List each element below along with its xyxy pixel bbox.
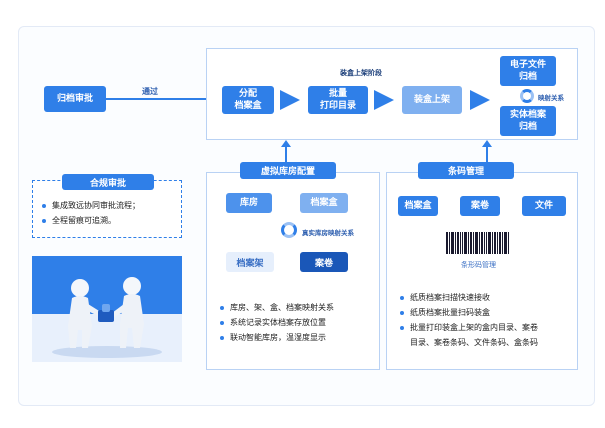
virtual-warehouse-title: 虚拟库房配置: [240, 162, 336, 179]
pass-label: 通过: [142, 87, 158, 96]
chevron-arrow-icon: [470, 90, 490, 110]
assign-box-step: 分配 档案盒: [222, 86, 274, 114]
print-catalog-label: 批量 打印目录: [319, 89, 356, 111]
virtual-warehouse-title-text: 虚拟库房配置: [260, 167, 315, 177]
sync-icon: [281, 222, 297, 238]
compliance-item: 全程留痕可追溯。: [42, 213, 140, 228]
chevron-arrow-icon: [280, 90, 300, 110]
real-mapping-label: 真实库房映射关系: [302, 229, 354, 237]
virtual-bullets: 库房、架、盒、档案映射关系 系统记录实体档案存放位置 联动智能库房，温湿度显示: [220, 300, 334, 345]
barcode-title-text: 条码管理: [447, 167, 484, 177]
barcode-title: 条码管理: [418, 162, 514, 179]
archive-approval-box: 归档审批: [44, 86, 106, 112]
stage-title: 装盒上架阶段: [340, 69, 382, 77]
barcode-volume-label: 案卷: [470, 201, 489, 211]
shelving-step: 装盒上架: [402, 86, 462, 114]
electronic-archive-label: 电子文件 归档: [509, 60, 546, 82]
mapping-label: 映射关系: [538, 94, 564, 102]
barcode-bullets: 纸质档案扫描快速接收 纸质档案批量扫码装盒 批量打印装盒上架的盒内目录、案卷 目…: [400, 290, 538, 350]
swap-arrows-icon: [520, 89, 534, 103]
physical-archive-box: 实体档案 归档: [500, 106, 556, 136]
up-arrow-right: [486, 146, 488, 162]
barcode-bullet: 纸质档案扫描快速接收: [400, 290, 538, 305]
chevron-arrow-icon: [374, 90, 394, 110]
virtual-bullet: 库房、架、盒、档案映射关系: [220, 300, 334, 315]
barcode-archive-box-item: 档案盒: [398, 196, 438, 216]
warehouse-item: 库房: [226, 193, 272, 213]
barcode-bullet: 批量打印装盒上架的盒内目录、案卷: [400, 320, 538, 335]
compliance-title-text: 合规审批: [89, 178, 126, 189]
collaboration-illustration: [32, 256, 182, 362]
volume-item: 案卷: [300, 252, 348, 272]
archive-shelf-item-label: 档案架: [236, 258, 264, 269]
barcode-file-item: 文件: [522, 196, 566, 216]
approval-arrow: [106, 98, 214, 100]
assign-box-label: 分配 档案盒: [234, 89, 262, 111]
barcode-bullet: 纸质档案批量扫码装盒: [400, 305, 538, 320]
barcode-archive-box-label: 档案盒: [404, 201, 432, 211]
physical-archive-label: 实体档案 归档: [509, 110, 546, 132]
print-catalog-step: 批量 打印目录: [308, 86, 368, 114]
barcode-volume-item: 案卷: [460, 196, 500, 216]
barcode-graphic: [446, 232, 510, 254]
compliance-item: 集成致远协同审批流程；: [42, 198, 140, 213]
archive-box-item: 档案盒: [300, 193, 348, 213]
warehouse-item-label: 库房: [239, 198, 258, 208]
barcode-bullet-continued: 目录、案卷条码、文件条码、盒条码: [410, 338, 538, 347]
archive-shelf-item: 档案架: [226, 252, 274, 272]
volume-item-label: 案卷: [314, 258, 333, 269]
archive-box-item-label: 档案盒: [310, 198, 338, 208]
up-arrow-right-head: [482, 140, 492, 147]
barcode-caption: 条形码管理: [461, 261, 496, 269]
up-arrow-left: [285, 146, 287, 162]
barcode-file-label: 文件: [534, 201, 553, 211]
shelving-label: 装盒上架: [413, 95, 450, 105]
compliance-list: 集成致远协同审批流程； 全程留痕可追溯。: [42, 198, 140, 228]
up-arrow-left-head: [281, 140, 291, 147]
archive-approval-label: 归档审批: [56, 94, 93, 104]
virtual-bullet: 系统记录实体档案存放位置: [220, 315, 334, 330]
electronic-archive-box: 电子文件 归档: [500, 56, 556, 86]
compliance-title: 合规审批: [62, 174, 154, 190]
virtual-bullet: 联动智能库房，温湿度显示: [220, 330, 334, 345]
